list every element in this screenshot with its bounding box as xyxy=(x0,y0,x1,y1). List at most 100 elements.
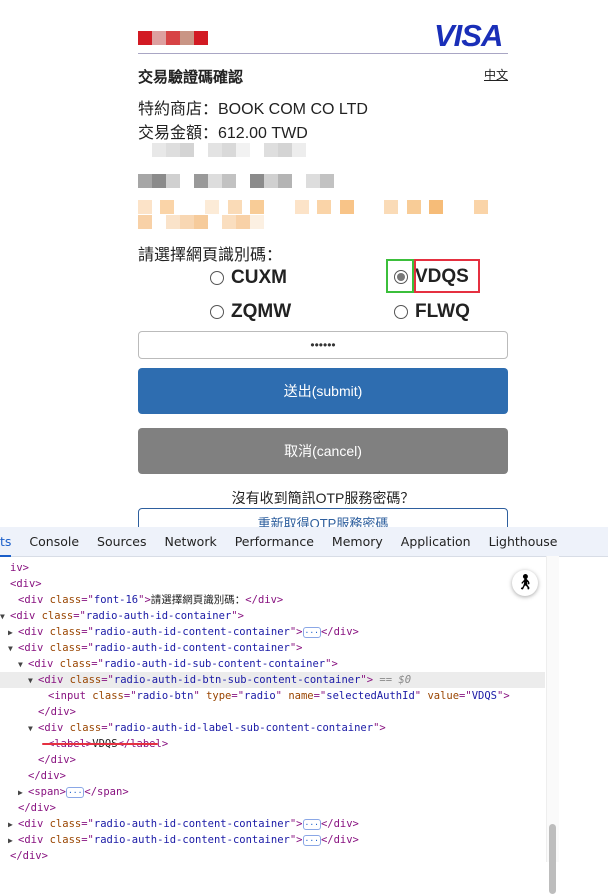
elements-tree: iv> <div> <div class="font-16">請選擇網頁識別碼：… xyxy=(0,560,545,864)
redacted-block xyxy=(250,215,264,229)
dom-node-line[interactable]: ▼<div class="radio-auth-id-btn-sub-conte… xyxy=(0,672,545,688)
scrollbar[interactable] xyxy=(546,556,559,894)
dom-node-line[interactable]: ▼<div class="radio-auth-id-sub-content-c… xyxy=(0,656,545,672)
dom-node-line[interactable]: ▶<div class="radio-auth-id-content-conta… xyxy=(0,624,545,640)
redacted-block xyxy=(429,200,444,214)
highlight-box-radio xyxy=(386,259,414,293)
devtools-tab[interactable]: Lighthouse xyxy=(488,534,558,549)
redacted-block xyxy=(166,143,180,157)
page-title: 交易驗證碼確認 xyxy=(138,69,244,86)
cancel-button[interactable]: 取消(cancel) xyxy=(138,428,508,474)
redacted-block xyxy=(250,200,264,214)
expand-toggle-icon[interactable]: ▼ xyxy=(28,724,33,733)
expand-toggle-icon[interactable]: ▶ xyxy=(8,628,13,637)
code-token: <div xyxy=(18,626,50,638)
code-token: " xyxy=(414,690,428,702)
dom-node-line[interactable]: iv> xyxy=(0,560,545,576)
ellipsis-button[interactable]: ··· xyxy=(65,786,85,798)
dom-node-line[interactable]: ▶<div class="radio-auth-id-content-conta… xyxy=(0,832,545,848)
code-token: =" xyxy=(91,658,104,670)
code-token: <div xyxy=(18,642,50,654)
redacted-block xyxy=(194,174,208,188)
code-token: =" xyxy=(231,690,245,702)
code-token: radio-auth-id-content-container xyxy=(93,818,290,830)
language-link[interactable]: 中文 xyxy=(484,68,509,82)
dom-node-line[interactable]: <div class="font-16">請選擇網頁識別碼：</div> xyxy=(0,592,545,608)
logo-block xyxy=(138,31,152,45)
expand-toggle-icon[interactable]: ▶ xyxy=(8,820,13,829)
dom-node-line[interactable]: <input class="radio-btn" type="radio" na… xyxy=(0,688,545,704)
devtools-tab[interactable]: Network xyxy=(164,534,217,549)
dom-node-line[interactable]: </div> xyxy=(0,800,545,816)
expand-toggle-icon[interactable]: ▼ xyxy=(8,644,13,653)
code-token: =" xyxy=(459,690,472,702)
devtools-tab[interactable]: ts xyxy=(0,534,12,557)
merchant-text: 特約商店：BOOK COM CO LTD xyxy=(138,101,368,118)
code-token: =" xyxy=(313,690,327,702)
dom-node-line[interactable]: </div> xyxy=(0,768,545,784)
dom-node-line[interactable]: </div> xyxy=(0,752,545,768)
radio-button-selected[interactable] xyxy=(394,270,408,284)
code-token: class xyxy=(49,818,82,830)
dom-node-line[interactable]: ▶<div class="radio-auth-id-content-conta… xyxy=(0,816,545,832)
code-token: class xyxy=(49,626,82,638)
radio-option-cuxm[interactable]: CUXM xyxy=(210,267,287,289)
spacer xyxy=(18,769,28,785)
devtools-tab[interactable]: Memory xyxy=(331,534,383,549)
redacted-block xyxy=(474,200,488,214)
code-token: =" xyxy=(101,722,114,734)
ellipsis-button[interactable]: ··· xyxy=(302,626,321,638)
expand-toggle-icon[interactable]: ▼ xyxy=(28,676,33,685)
expand-toggle-icon[interactable]: ▶ xyxy=(8,836,13,845)
dom-node-line[interactable]: ▼<div class="radio-auth-id-content-conta… xyxy=(0,640,545,656)
radio-label: ZQMW xyxy=(231,301,292,322)
redacted-block xyxy=(236,215,250,229)
redacted-block xyxy=(138,215,152,229)
spacer xyxy=(0,577,10,593)
accessibility-icon[interactable]: 🚶︎ xyxy=(512,570,538,596)
ellipsis-button[interactable]: ··· xyxy=(302,818,321,830)
radio-option-zqmw[interactable]: ZQMW xyxy=(210,301,291,323)
code-token: </div> xyxy=(245,594,284,606)
dom-node-line[interactable]: </div> xyxy=(0,704,545,720)
redacted-block xyxy=(292,143,306,157)
scrollbar-thumb[interactable] xyxy=(549,824,556,894)
code-token: " xyxy=(193,690,207,702)
auth-id-prompt: 請選擇網頁識別碼： xyxy=(138,247,283,264)
bank-logo xyxy=(138,31,208,45)
dom-node-line[interactable]: ▼<div class="radio-auth-id-label-sub-con… xyxy=(0,720,545,736)
dom-node-line[interactable]: ▶<span>···</span> xyxy=(0,784,545,800)
expand-toggle-icon[interactable]: ▼ xyxy=(0,612,5,621)
logo-block xyxy=(152,31,166,45)
radio-button[interactable] xyxy=(210,305,224,319)
devtools-tab[interactable]: Performance xyxy=(234,534,314,549)
code-token: =" xyxy=(81,818,94,830)
code-token: radio-auth-id-container xyxy=(85,610,232,622)
radio-button[interactable] xyxy=(210,271,224,285)
code-token: class xyxy=(49,642,82,654)
radio-option-flwq[interactable]: FLWQ xyxy=(394,301,470,323)
dom-node-line[interactable]: </div> xyxy=(0,848,545,864)
ellipsis-button[interactable]: ··· xyxy=(302,834,321,846)
expand-toggle-icon[interactable]: ▼ xyxy=(18,660,23,669)
code-token: class xyxy=(49,834,82,846)
redacted-block xyxy=(166,215,180,229)
devtools-tab[interactable]: Console xyxy=(29,534,80,549)
redacted-block xyxy=(194,215,208,229)
red-underline-annotation xyxy=(42,743,158,745)
code-token: class xyxy=(49,594,82,606)
radio-button[interactable] xyxy=(394,305,408,319)
redacted-block xyxy=(138,200,152,214)
code-token: "> xyxy=(289,818,303,830)
devtools-tab[interactable]: Sources xyxy=(97,534,147,549)
resend-otp-button[interactable]: 重新取得OTP服務密碼 xyxy=(138,508,508,527)
devtools-tab[interactable]: Application xyxy=(400,534,471,549)
otp-password-input[interactable]: •••••• xyxy=(138,331,508,359)
dom-node-line[interactable]: <div> xyxy=(0,576,545,592)
expand-toggle-icon[interactable]: ▶ xyxy=(18,788,23,797)
submit-button[interactable]: 送出(submit) xyxy=(138,368,508,414)
radio-option-vdqs[interactable]: VDQS xyxy=(394,266,469,288)
dom-node-line[interactable]: ▼<div class="radio-auth-id-container"> xyxy=(0,608,545,624)
redacted-block xyxy=(180,215,194,229)
code-token: radio-auth-id-label-sub-content-containe… xyxy=(113,722,374,734)
